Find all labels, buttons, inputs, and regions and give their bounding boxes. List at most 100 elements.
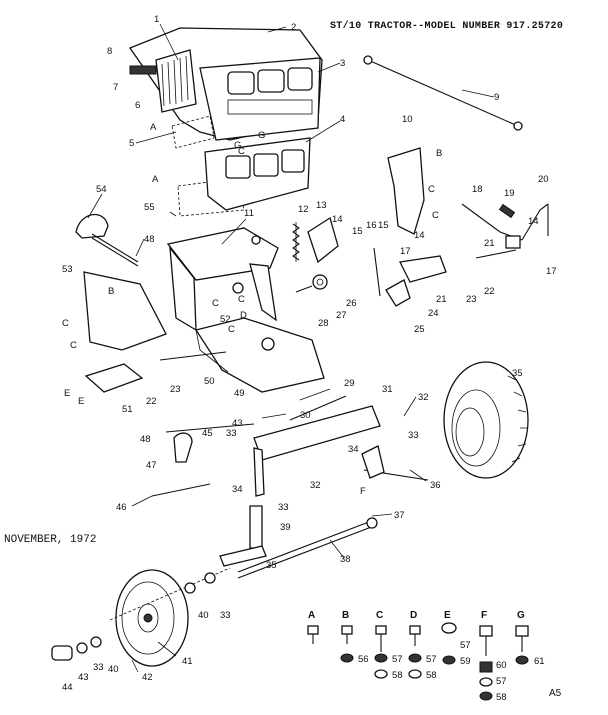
callout-26: 26 <box>346 298 357 309</box>
hood-assembly <box>129 27 323 217</box>
callout-43b: 43 <box>78 672 89 683</box>
callout-5: 5 <box>129 138 134 149</box>
callout-16: 16 <box>366 220 377 231</box>
callout-60: 60 <box>496 660 507 671</box>
callout-45: 45 <box>202 428 213 439</box>
callout-17a: 17 <box>400 246 411 257</box>
ref-G-2: G <box>258 130 265 141</box>
callout-2: 2 <box>291 22 296 33</box>
ref-C-1: C <box>428 184 435 195</box>
callout-11: 11 <box>244 208 254 219</box>
ref-E-1: E <box>64 388 70 399</box>
dash-panel <box>83 271 167 351</box>
callout-32b: 32 <box>310 480 321 491</box>
callout-55: 55 <box>144 202 155 213</box>
callout-33d: 33 <box>220 610 231 621</box>
key-letter-E: E <box>444 610 451 621</box>
callout-37: 37 <box>394 510 405 521</box>
hub-parts <box>51 572 216 661</box>
ref-C-7: C <box>228 324 235 335</box>
callout-3: 3 <box>340 58 345 69</box>
callout-14a: 14 <box>332 214 343 225</box>
main-frame <box>166 227 325 393</box>
callout-58b: 58 <box>426 670 437 681</box>
key-letter-D: D <box>410 610 417 621</box>
callout-35a: 35 <box>512 368 523 379</box>
callout-58a: 58 <box>392 670 403 681</box>
callout-57b: 57 <box>426 654 437 665</box>
callout-39: 39 <box>280 522 291 533</box>
callout-41: 41 <box>182 656 193 667</box>
callout-23a: 23 <box>466 294 477 305</box>
callout-29: 29 <box>344 378 355 389</box>
callout-36: 36 <box>430 480 441 491</box>
ref-D-1: D <box>240 310 247 321</box>
callout-44: 44 <box>62 682 73 693</box>
callout-32a: 32 <box>418 392 429 403</box>
callout-12: 12 <box>298 204 309 215</box>
callout-15b: 15 <box>378 220 389 231</box>
revision-date: NOVEMBER, 1972 <box>4 534 97 546</box>
callout-56: 56 <box>358 654 369 665</box>
callout-33e: 33 <box>93 662 104 673</box>
callout-54: 54 <box>96 184 107 195</box>
callout-17b: 17 <box>546 266 557 277</box>
ref-C-4: C <box>238 294 245 305</box>
callout-15a: 15 <box>352 226 363 237</box>
callout-30: 30 <box>300 410 311 421</box>
callout-35b: 35 <box>266 560 277 571</box>
callout-59: 59 <box>460 656 471 667</box>
callout-20: 20 <box>538 174 549 185</box>
front-right-tire <box>443 361 529 479</box>
ref-C-5: C <box>62 318 69 329</box>
fastener-key-letters: A B C D E F G <box>308 610 525 621</box>
key-letter-F: F <box>481 610 487 621</box>
callout-46: 46 <box>116 502 127 513</box>
callout-18: 18 <box>472 184 483 195</box>
callout-27: 27 <box>336 310 347 321</box>
callout-48b: 48 <box>140 434 151 445</box>
callout-40b: 40 <box>108 664 119 675</box>
key-letter-B: B <box>342 610 349 621</box>
callout-14b: 14 <box>414 230 425 241</box>
callout-22a: 22 <box>484 286 495 297</box>
callout-53: 53 <box>62 264 73 275</box>
callout-58c: 58 <box>496 692 507 703</box>
spindle-tie-rod <box>219 505 378 579</box>
callout-6: 6 <box>135 100 140 111</box>
pedal-linkage <box>461 203 549 259</box>
callout-57d: 57 <box>496 676 507 687</box>
callout-33c: 33 <box>278 502 289 513</box>
callout-57a: 57 <box>392 654 403 665</box>
callout-21b: 21 <box>436 294 447 305</box>
ref-C-3: C <box>212 298 219 309</box>
steering-column <box>75 214 139 267</box>
callout-43a: 43 <box>232 418 243 429</box>
ref-F-1: F <box>360 486 366 497</box>
callout-57c: 57 <box>460 640 471 651</box>
callout-33a: 33 <box>226 428 237 439</box>
leader-lines <box>87 23 495 673</box>
ref-E-2: E <box>78 396 84 407</box>
front-left-wheel <box>109 567 231 667</box>
ref-B-1: B <box>436 148 442 159</box>
callout-40a: 40 <box>198 610 209 621</box>
callout-23b: 23 <box>170 384 181 395</box>
key-letter-C: C <box>376 610 383 621</box>
callout-7: 7 <box>113 82 118 93</box>
key-letter-G: G <box>517 610 525 621</box>
callout-33b: 33 <box>408 430 419 441</box>
callout-13: 13 <box>316 200 327 211</box>
callout-61: 61 <box>534 656 545 667</box>
callout-4: 4 <box>340 114 345 125</box>
callout-10: 10 <box>402 114 413 125</box>
callout-14c: 14 <box>528 216 539 227</box>
callout-51: 51 <box>122 404 133 415</box>
callout-21a: 21 <box>484 238 495 249</box>
ref-A-2: A <box>152 174 159 185</box>
callout-50: 50 <box>204 376 215 387</box>
spring-and-pulleys <box>292 216 447 307</box>
ref-C-2: C <box>432 210 439 221</box>
